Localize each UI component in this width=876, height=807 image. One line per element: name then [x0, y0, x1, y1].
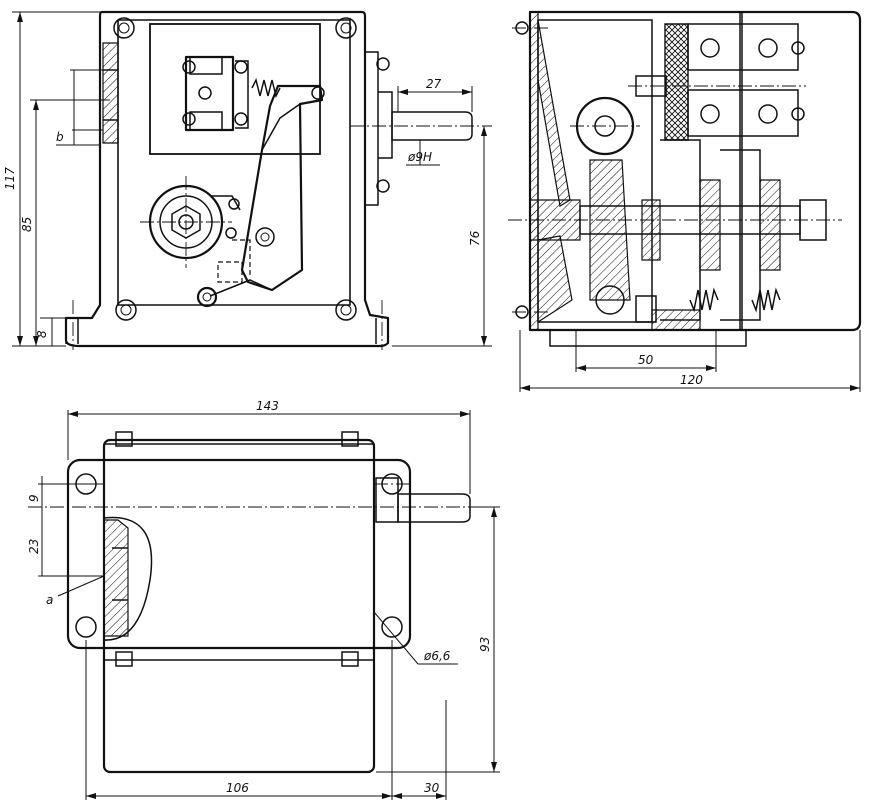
dim-offset: 9: [27, 494, 41, 502]
dim-overhang: 30: [424, 781, 440, 795]
dim-axis-height: 85: [20, 217, 34, 232]
dim-inner: 50: [638, 353, 654, 367]
dim-hole-spacing: 23: [27, 539, 41, 554]
dim-shaft-dia: ø9H: [407, 150, 432, 164]
front-view: 117 85 8 b 27 ø9H 76: [3, 10, 492, 350]
dim-shaft-axis: 76: [468, 230, 482, 246]
dim-hole-dia: ø6,6: [423, 649, 451, 663]
dim-depth: 120: [680, 373, 703, 387]
corner-screw-icon: [113, 17, 357, 321]
dim-label-a: a: [46, 593, 53, 607]
dim-base: 8: [35, 330, 49, 338]
dim-length: 143: [256, 399, 279, 413]
dim-label-b: b: [56, 130, 64, 144]
side-section-view: 50 120: [508, 10, 862, 392]
dim-shaft-len: 27: [426, 77, 442, 91]
dim-width: 93: [478, 637, 492, 652]
plan-view: 143 9 23 a ø6,6 93 106 30: [27, 399, 500, 800]
dim-overall-height: 117: [3, 167, 17, 190]
dim-body: 106: [226, 781, 249, 795]
